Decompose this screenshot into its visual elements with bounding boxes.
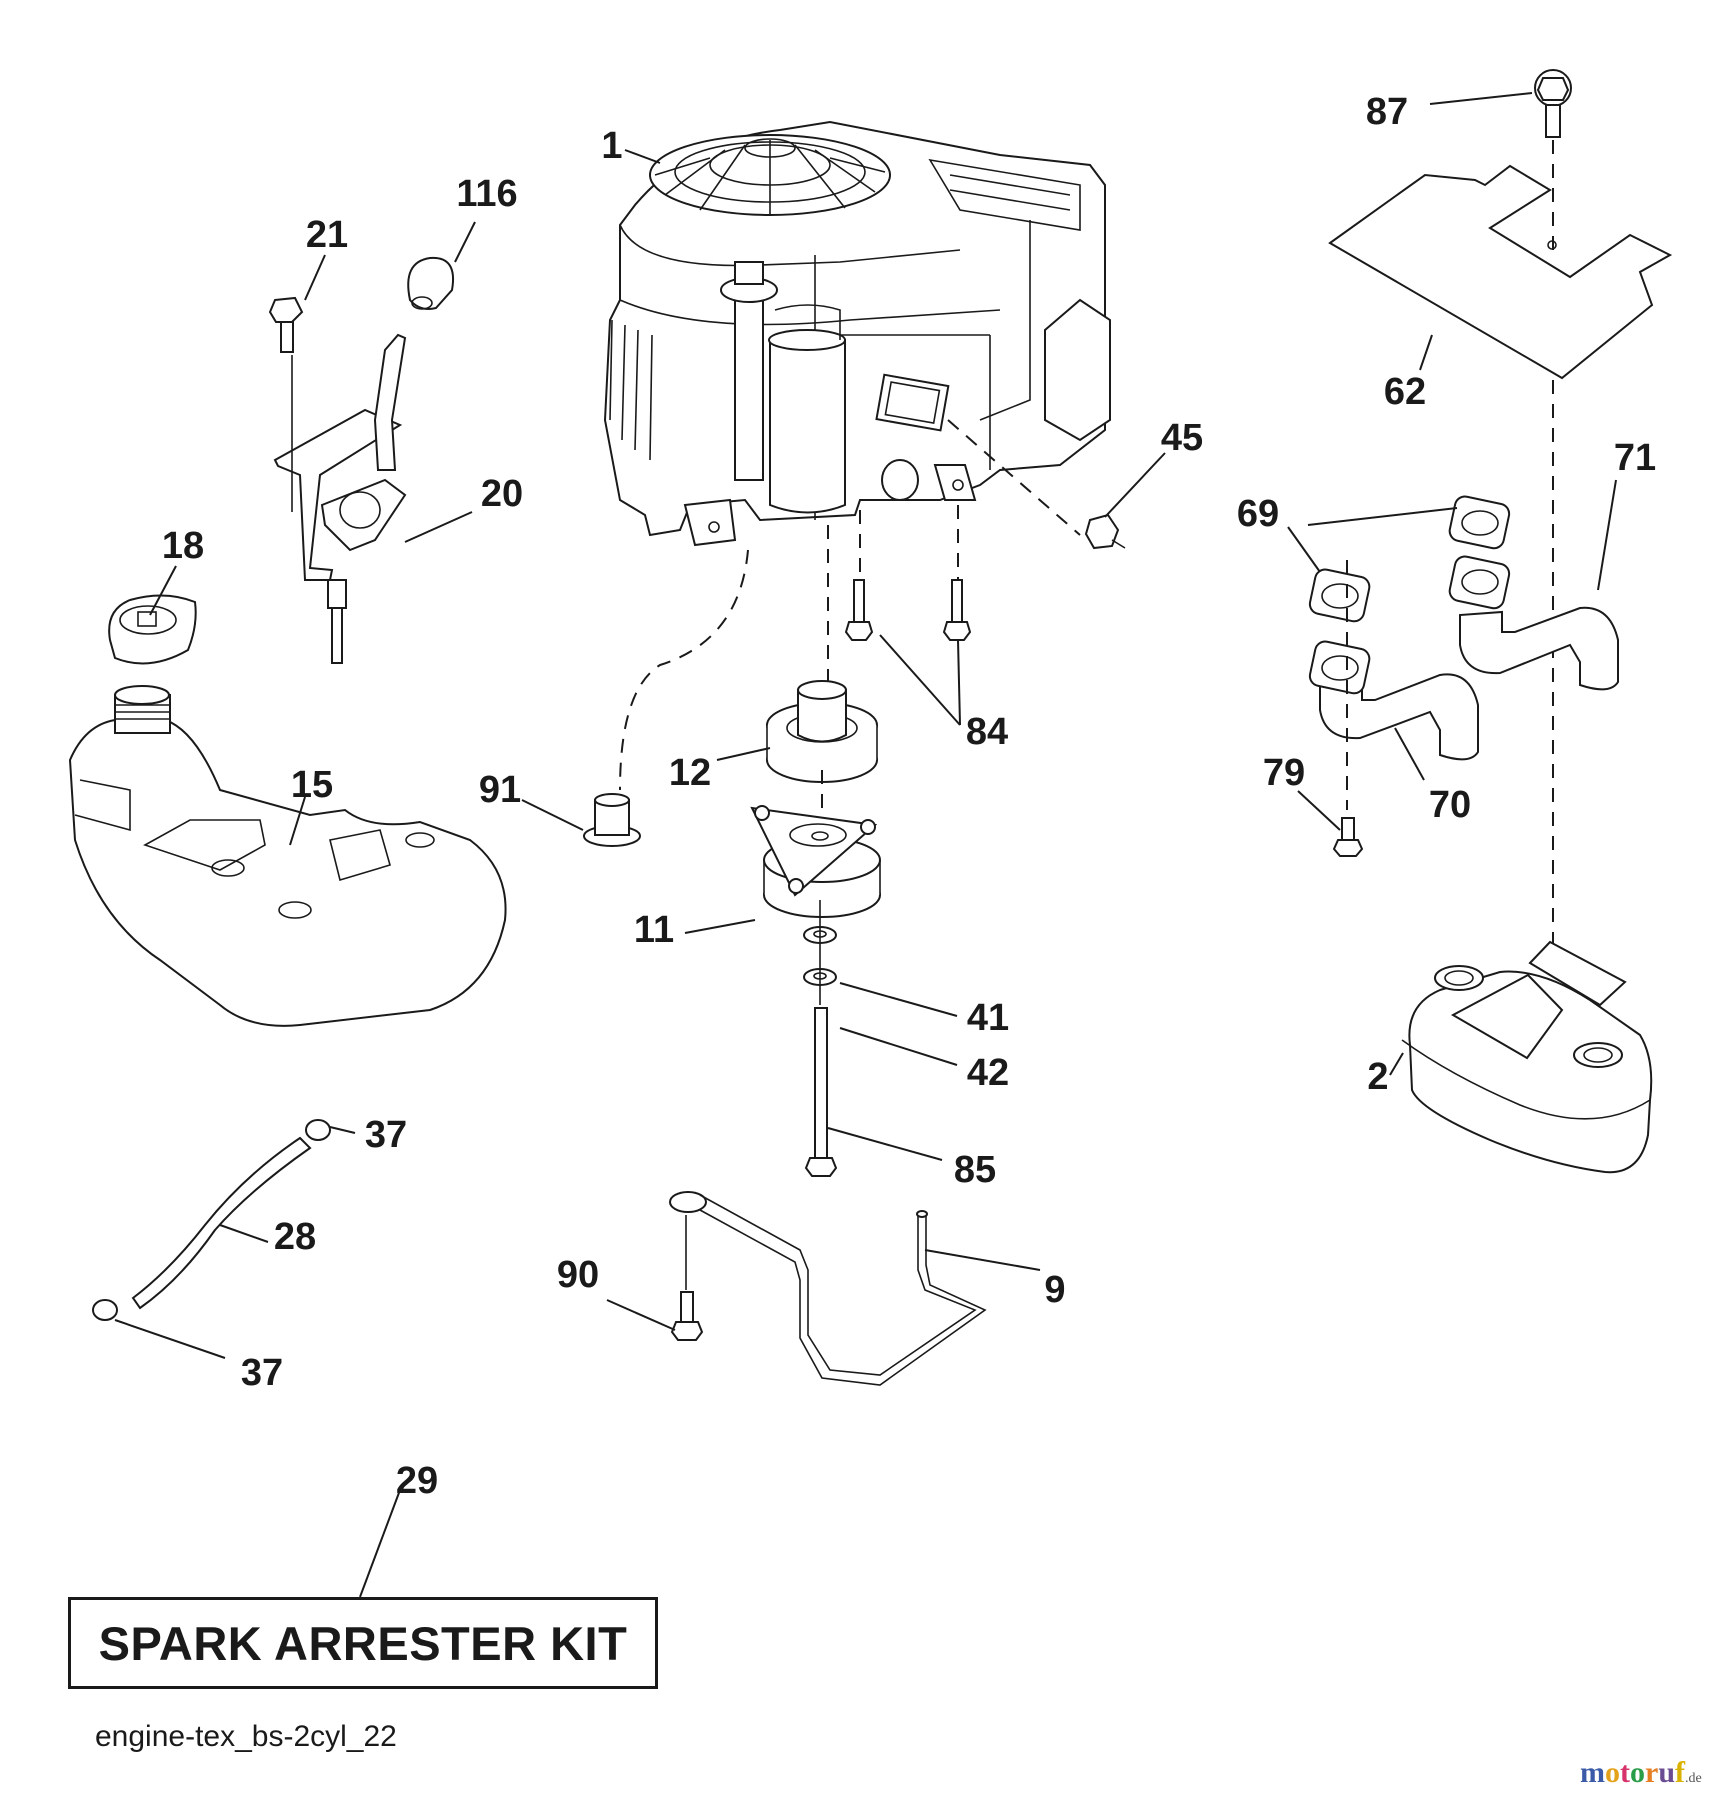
watermark-logo: motoruf.de bbox=[1580, 1756, 1702, 1790]
leader-lines bbox=[114, 92, 1617, 1598]
watermark-name: motoruf bbox=[1580, 1756, 1685, 1789]
bolt-21-part[interactable] bbox=[268, 296, 304, 353]
callout-12[interactable]: 12 bbox=[668, 752, 712, 794]
callout-71[interactable]: 71 bbox=[1613, 437, 1657, 479]
watermark-tld: .de bbox=[1685, 1771, 1702, 1786]
callout-15[interactable]: 15 bbox=[290, 764, 334, 806]
callout-41[interactable]: 41 bbox=[966, 997, 1010, 1039]
electric-clutch-part[interactable] bbox=[750, 805, 881, 918]
watermark-letter: r bbox=[1645, 1756, 1659, 1789]
muffler-part[interactable] bbox=[1401, 940, 1653, 1174]
throttle-control-part[interactable] bbox=[273, 333, 407, 664]
callout-45[interactable]: 45 bbox=[1160, 417, 1204, 459]
callout-11[interactable]: 11 bbox=[633, 909, 675, 951]
diagram-id: engine-tex_bs-2cyl_22 bbox=[95, 1720, 397, 1753]
watermark-letter: u bbox=[1658, 1756, 1676, 1789]
callout-91[interactable]: 91 bbox=[478, 769, 522, 811]
callout-90[interactable]: 90 bbox=[556, 1254, 600, 1296]
bolt-90-part[interactable] bbox=[670, 1291, 704, 1341]
fuel-tank-part[interactable] bbox=[68, 685, 507, 1027]
fuel-line-part[interactable] bbox=[131, 1136, 312, 1310]
bushing-part[interactable] bbox=[583, 793, 641, 847]
callout-29[interactable]: 29 bbox=[395, 1460, 439, 1502]
exhaust-gasket-part[interactable] bbox=[1308, 495, 1511, 623]
callout-84[interactable]: 84 bbox=[965, 711, 1009, 753]
callout-20[interactable]: 20 bbox=[480, 473, 524, 515]
bolt-84-part[interactable] bbox=[844, 579, 972, 641]
fuel-cap-part[interactable] bbox=[108, 594, 197, 665]
callout-9[interactable]: 9 bbox=[1044, 1269, 1066, 1311]
clutch-bolt-part[interactable] bbox=[804, 1007, 838, 1177]
nut-part[interactable] bbox=[1084, 513, 1126, 550]
watermark-letter: m bbox=[1580, 1756, 1605, 1789]
support-rod-part[interactable] bbox=[669, 1191, 987, 1386]
callout-70[interactable]: 70 bbox=[1428, 784, 1472, 826]
spark-arrester-kit-box[interactable]: SPARK ARRESTER KIT bbox=[68, 1597, 658, 1689]
flange-bolt-part[interactable] bbox=[1534, 69, 1572, 138]
callout-1[interactable]: 1 bbox=[601, 125, 623, 167]
hose-clamp-part[interactable] bbox=[92, 1119, 331, 1321]
callout-85[interactable]: 85 bbox=[953, 1149, 997, 1191]
engine-part[interactable] bbox=[603, 120, 1111, 547]
exhaust-pipe-71-part[interactable] bbox=[1448, 555, 1619, 691]
callout-116[interactable]: 116 bbox=[456, 173, 518, 215]
spark-arrester-kit-label: SPARK ARRESTER KIT bbox=[98, 1616, 628, 1670]
bolt-79-part[interactable] bbox=[1332, 817, 1364, 857]
callout-37-bottom[interactable]: 37 bbox=[240, 1352, 284, 1394]
callout-28[interactable]: 28 bbox=[273, 1216, 317, 1258]
callout-62[interactable]: 62 bbox=[1383, 371, 1427, 413]
watermark-letter: o bbox=[1630, 1756, 1645, 1789]
watermark-letter: f bbox=[1675, 1756, 1686, 1789]
callout-21[interactable]: 21 bbox=[305, 214, 349, 256]
callout-69[interactable]: 69 bbox=[1236, 493, 1280, 535]
callout-37-top[interactable]: 37 bbox=[364, 1114, 408, 1156]
callout-87[interactable]: 87 bbox=[1365, 91, 1409, 133]
watermark-letter: t bbox=[1620, 1756, 1630, 1789]
knob-part[interactable] bbox=[407, 256, 454, 310]
exhaust-pipe-70-part[interactable] bbox=[1308, 640, 1479, 761]
watermark-letter: o bbox=[1605, 1756, 1620, 1789]
heat-shield-part[interactable] bbox=[1328, 164, 1673, 380]
callout-2[interactable]: 2 bbox=[1367, 1056, 1389, 1098]
callout-42[interactable]: 42 bbox=[966, 1052, 1010, 1094]
callout-79[interactable]: 79 bbox=[1262, 752, 1306, 794]
callout-18[interactable]: 18 bbox=[161, 525, 205, 567]
pulley-part[interactable] bbox=[766, 680, 878, 783]
